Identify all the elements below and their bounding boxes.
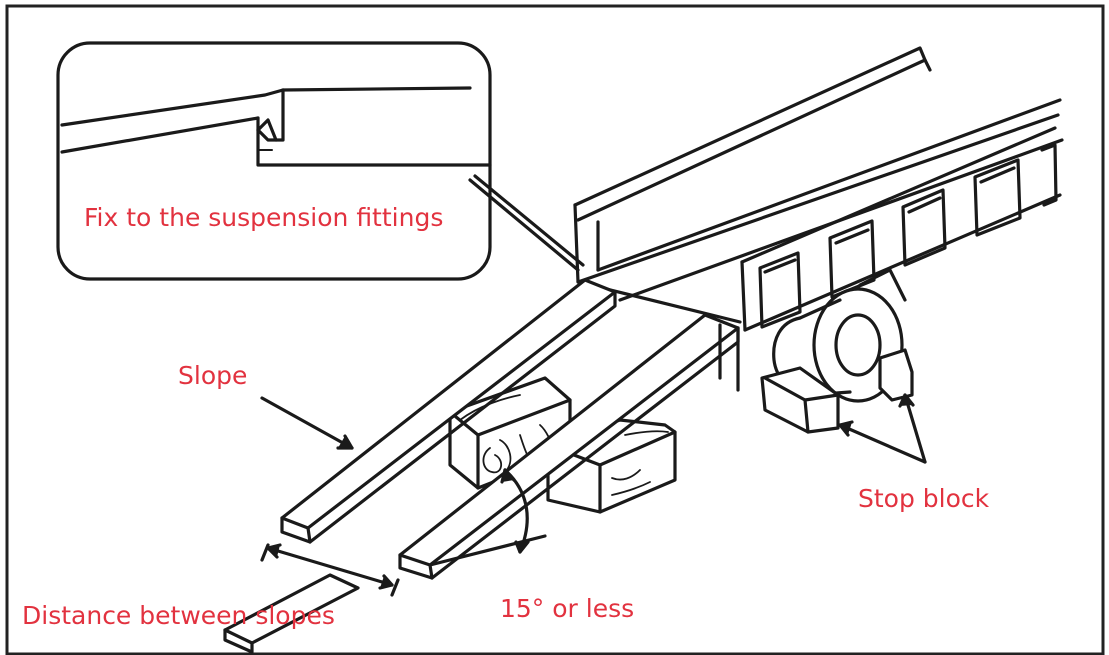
ramp-right [398, 313, 740, 580]
stop-block-arrows [838, 393, 927, 464]
label-angle: 15° or less [500, 594, 634, 623]
labels: Fix to the suspension fittings Slope Sto… [22, 203, 990, 630]
angle-arc [428, 468, 547, 567]
side-rail [740, 126, 1062, 332]
slope-arrow [260, 396, 354, 450]
drawing [56, 41, 1064, 654]
ramp-left [280, 278, 617, 544]
stop-block-drawing [760, 348, 914, 434]
label-fix-to-suspension-fittings: Fix to the suspension fittings [84, 203, 443, 232]
label-slope: Slope [178, 361, 247, 390]
diagram-border [5, 4, 1105, 655]
distance-arrow [260, 543, 400, 597]
callout-leader [468, 178, 580, 272]
label-stop-block: Stop block [858, 484, 990, 513]
callout-box [56, 41, 492, 281]
truck-deck [573, 46, 1064, 324]
label-distance-between-slopes: Distance between slopes [22, 601, 335, 630]
lower-plank [223, 573, 360, 654]
